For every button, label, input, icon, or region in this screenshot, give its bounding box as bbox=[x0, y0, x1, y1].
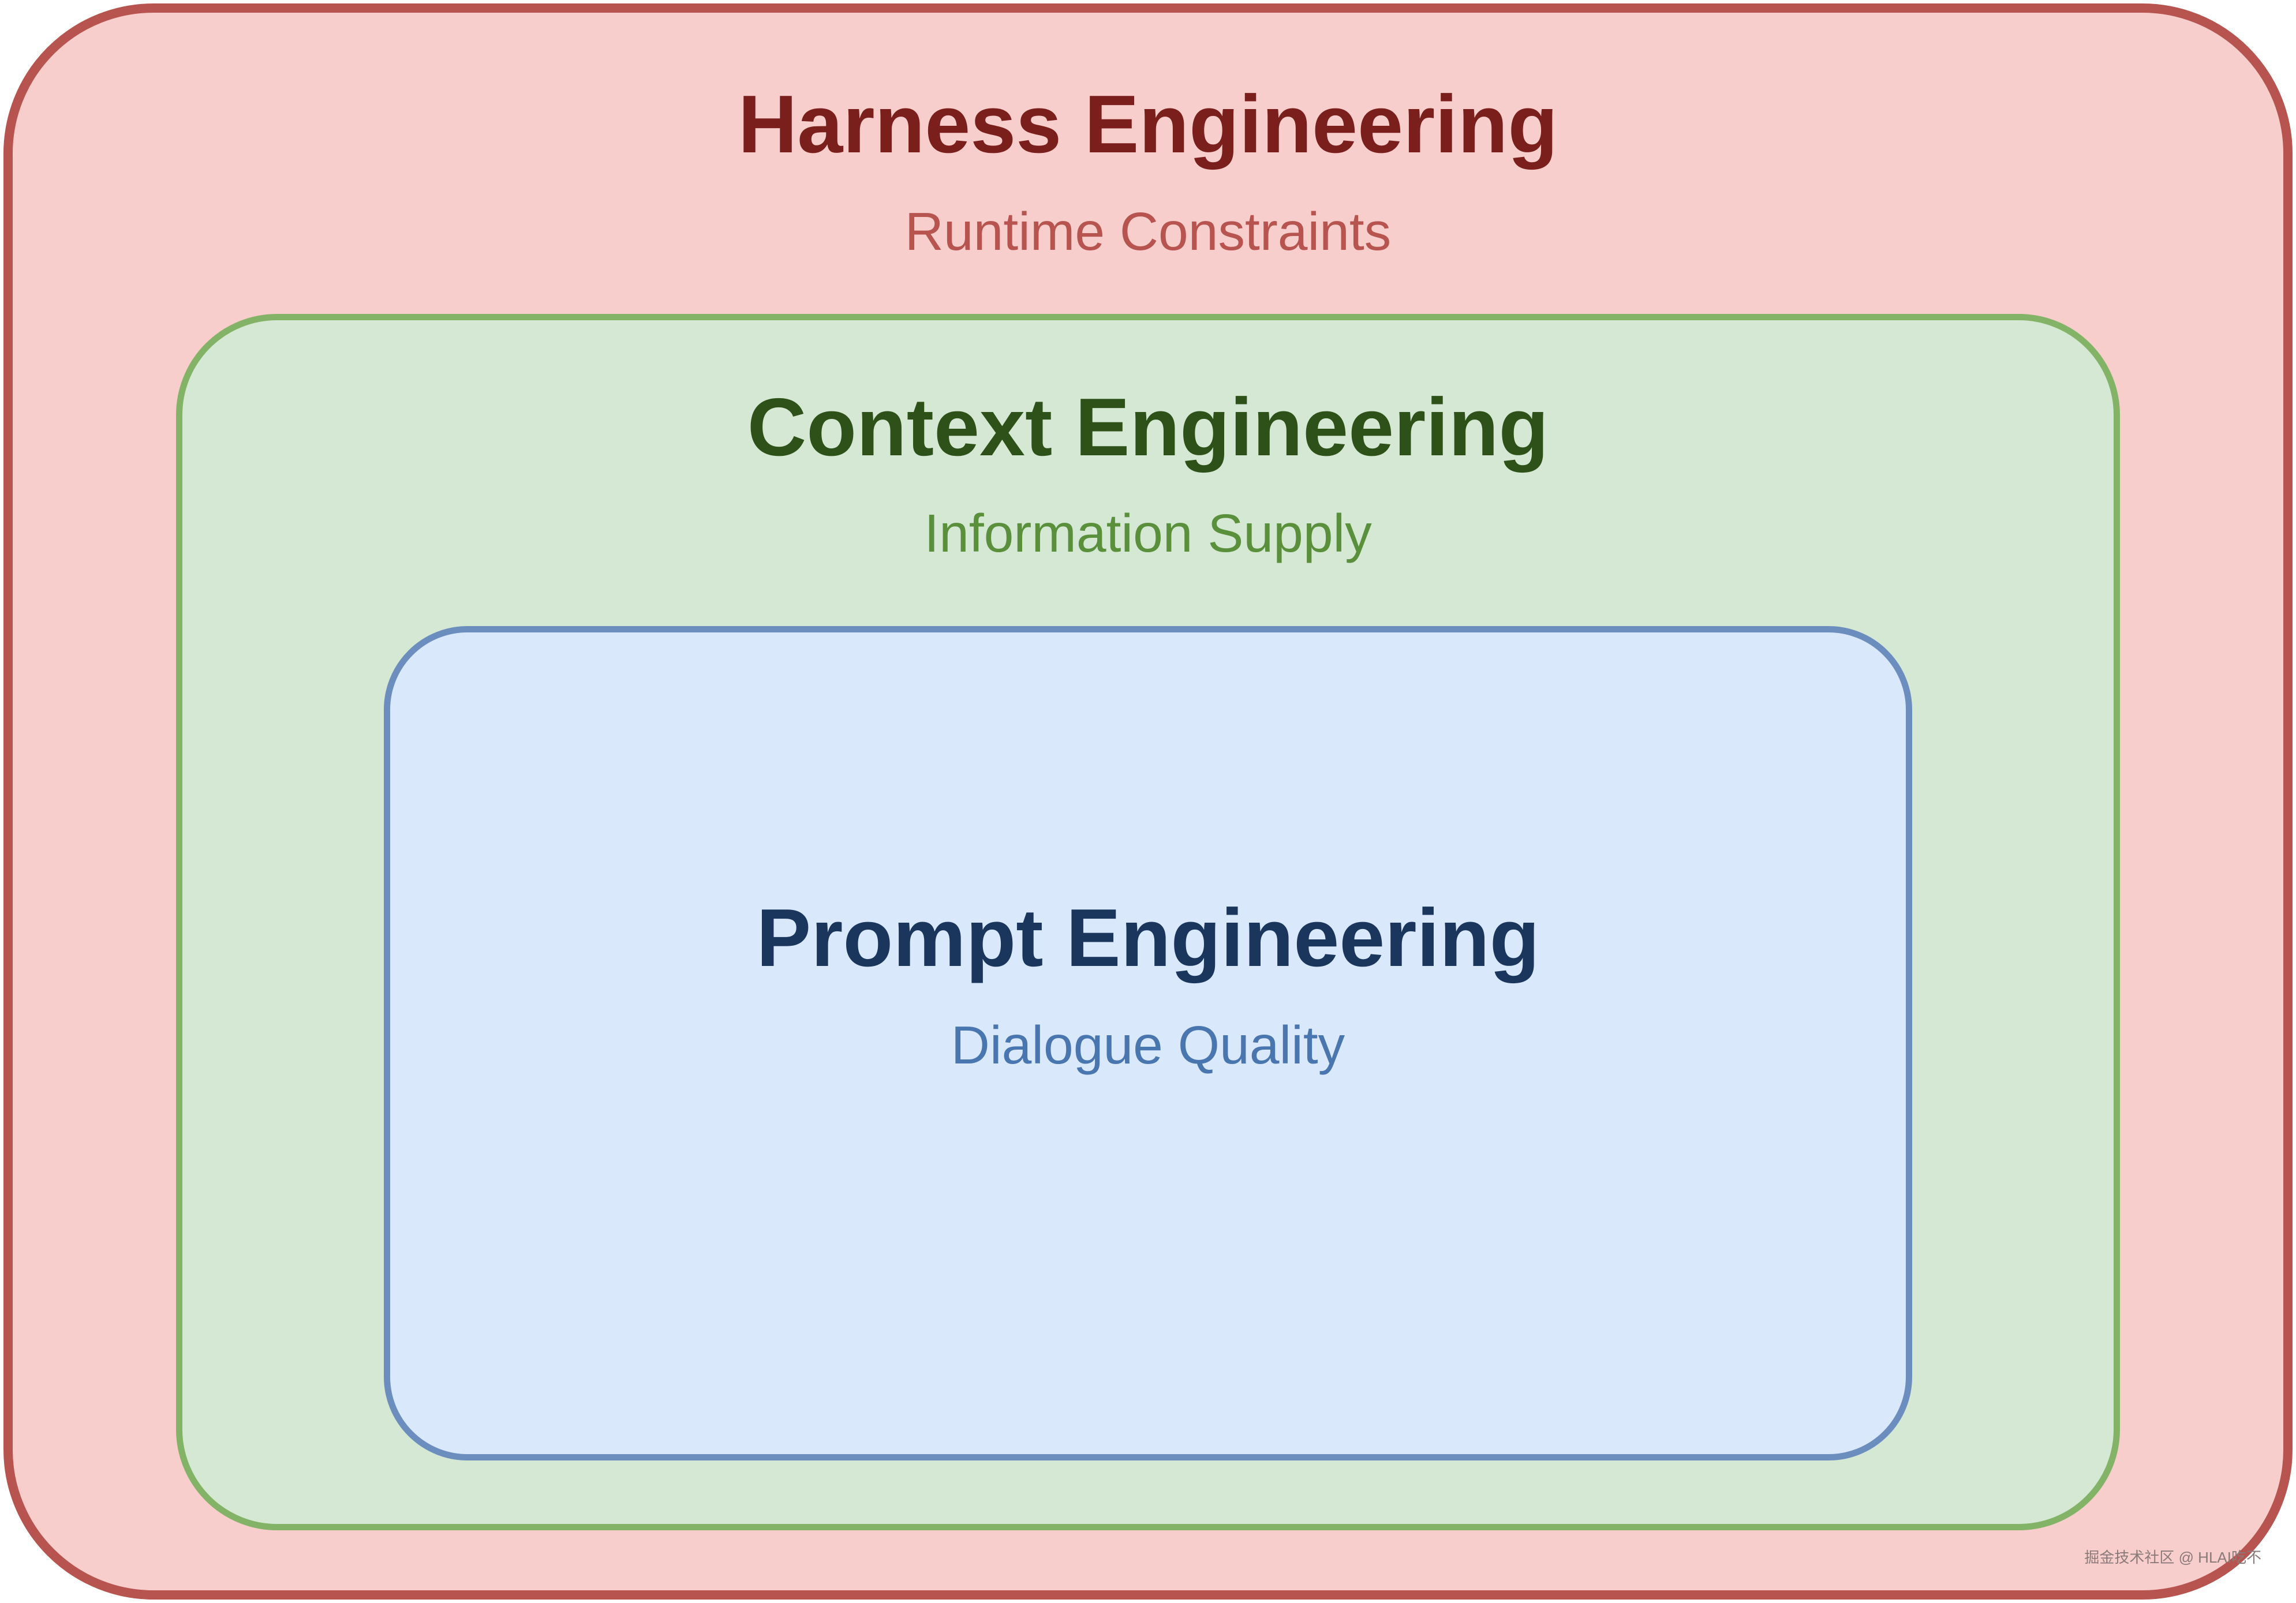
harness-engineering-title: Harness Engineering bbox=[738, 78, 1558, 170]
watermark: 掘金技术社区 @ HLAI吃不 bbox=[2084, 1549, 2261, 1566]
prompt-engineering-subtitle: Dialogue Quality bbox=[951, 1015, 1345, 1075]
harness-engineering-subtitle: Runtime Constraints bbox=[904, 201, 1392, 261]
context-engineering-title: Context Engineering bbox=[747, 381, 1549, 473]
context-engineering-subtitle: Information Supply bbox=[924, 503, 1372, 563]
prompt-engineering-box bbox=[384, 626, 1912, 1460]
prompt-engineering-title: Prompt Engineering bbox=[756, 892, 1540, 984]
